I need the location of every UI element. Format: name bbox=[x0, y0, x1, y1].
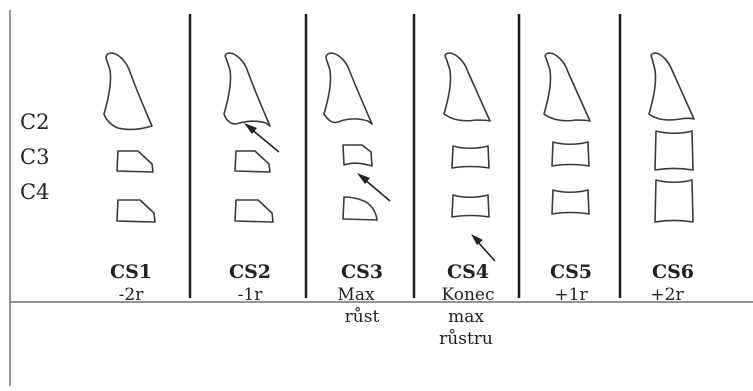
stage-sub-cs3-line1: Max bbox=[337, 285, 375, 305]
arrow-head bbox=[471, 234, 483, 245]
vertebra-c2-outline bbox=[103, 52, 153, 131]
stage-sub-cs5: +1r bbox=[554, 285, 588, 305]
vertebra-c3-outline bbox=[451, 145, 490, 169]
arrow-line bbox=[250, 128, 280, 153]
stage-column-cs4 bbox=[443, 52, 496, 262]
stage-sub-cs3-line2: růst bbox=[345, 307, 380, 327]
vertebra-c2-outline bbox=[648, 52, 695, 121]
vertebra-c3-outline bbox=[551, 141, 590, 167]
stage-sub-cs6: +2r bbox=[650, 285, 684, 305]
stage-label-cs6: CS6 bbox=[652, 261, 694, 283]
vertebra-c2-outline bbox=[323, 52, 373, 125]
arrow-head bbox=[357, 173, 370, 184]
stage-column-cs6 bbox=[648, 52, 695, 223]
vertebra-c4-outline bbox=[234, 199, 274, 223]
vertebra-c3-outline bbox=[654, 130, 694, 171]
arrow-line bbox=[363, 178, 391, 202]
vertebra-c2-outline bbox=[543, 52, 591, 122]
vertebra-c4-outline bbox=[551, 189, 590, 215]
arrow-line bbox=[476, 240, 496, 262]
vertebra-c3-outline bbox=[342, 144, 373, 167]
stage-sub-cs4-line3: růstru bbox=[439, 329, 493, 349]
vertebra-c3-outline bbox=[116, 150, 154, 173]
stage-label-cs3: CS3 bbox=[341, 261, 383, 283]
stage-sub-cs1: -2r bbox=[119, 285, 145, 305]
stage-label-cs2: CS2 bbox=[229, 261, 271, 283]
stage-column-cs2 bbox=[223, 52, 280, 223]
stage-label-cs5: CS5 bbox=[550, 261, 592, 283]
vertebra-c4-outline bbox=[654, 179, 694, 223]
stage-column-cs1 bbox=[103, 52, 156, 223]
vertebra-c2-outline bbox=[443, 52, 491, 122]
level-label-c3: C3 bbox=[20, 145, 49, 169]
stage-sub-cs4-line1: Konec bbox=[441, 285, 494, 305]
stage-label-cs1: CS1 bbox=[110, 261, 152, 283]
level-label-c2: C2 bbox=[20, 110, 49, 134]
level-label-c4: C4 bbox=[20, 180, 49, 204]
stage-column-cs5 bbox=[543, 52, 591, 215]
vertebra-c4-outline bbox=[116, 199, 156, 223]
stage-sub-cs2: -1r bbox=[238, 285, 264, 305]
arrow-head bbox=[244, 123, 257, 134]
vertebra-c3-outline bbox=[234, 150, 271, 173]
stage-sub-cs4-line2: max bbox=[448, 307, 484, 327]
stage-column-cs3 bbox=[323, 52, 391, 221]
stage-label-cs4: CS4 bbox=[447, 261, 489, 283]
vertebra-c4-outline bbox=[451, 194, 490, 218]
vertebra-c4-outline bbox=[342, 196, 378, 221]
vertebra-c2-outline bbox=[223, 52, 271, 127]
